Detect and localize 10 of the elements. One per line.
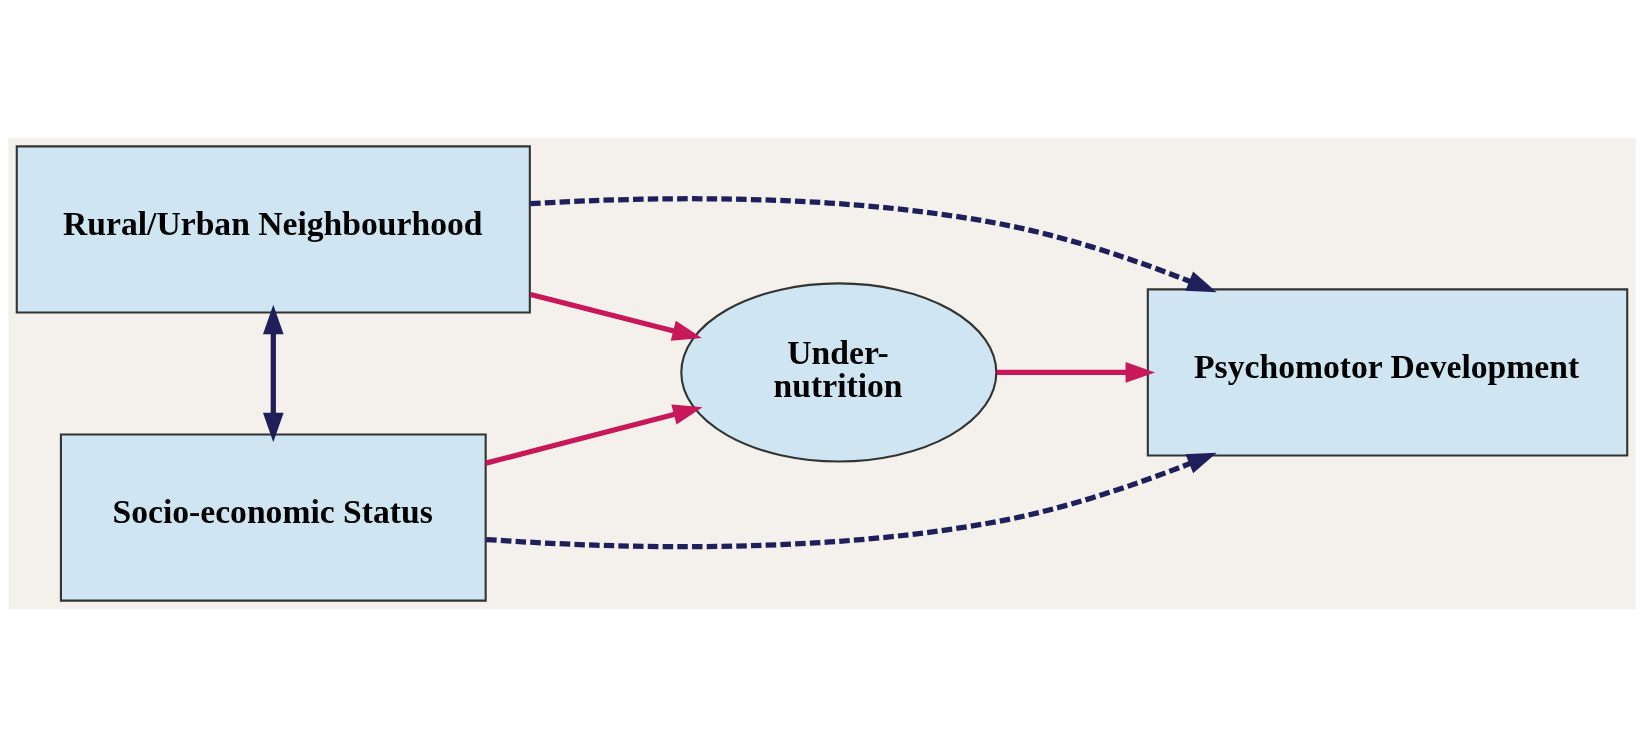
node-box: Rural/Urban Neighbourhood xyxy=(15,145,531,314)
node-box: Psychomotor Development xyxy=(1146,288,1629,457)
arrow xyxy=(262,304,284,443)
arrow xyxy=(486,452,1217,550)
arrow xyxy=(485,404,703,466)
arrow xyxy=(529,291,702,341)
arrow xyxy=(996,362,1156,383)
node-box: Socio-economic Status xyxy=(59,433,487,602)
arrow xyxy=(530,196,1217,293)
node-ellipse: Under- nutrition xyxy=(680,282,998,463)
